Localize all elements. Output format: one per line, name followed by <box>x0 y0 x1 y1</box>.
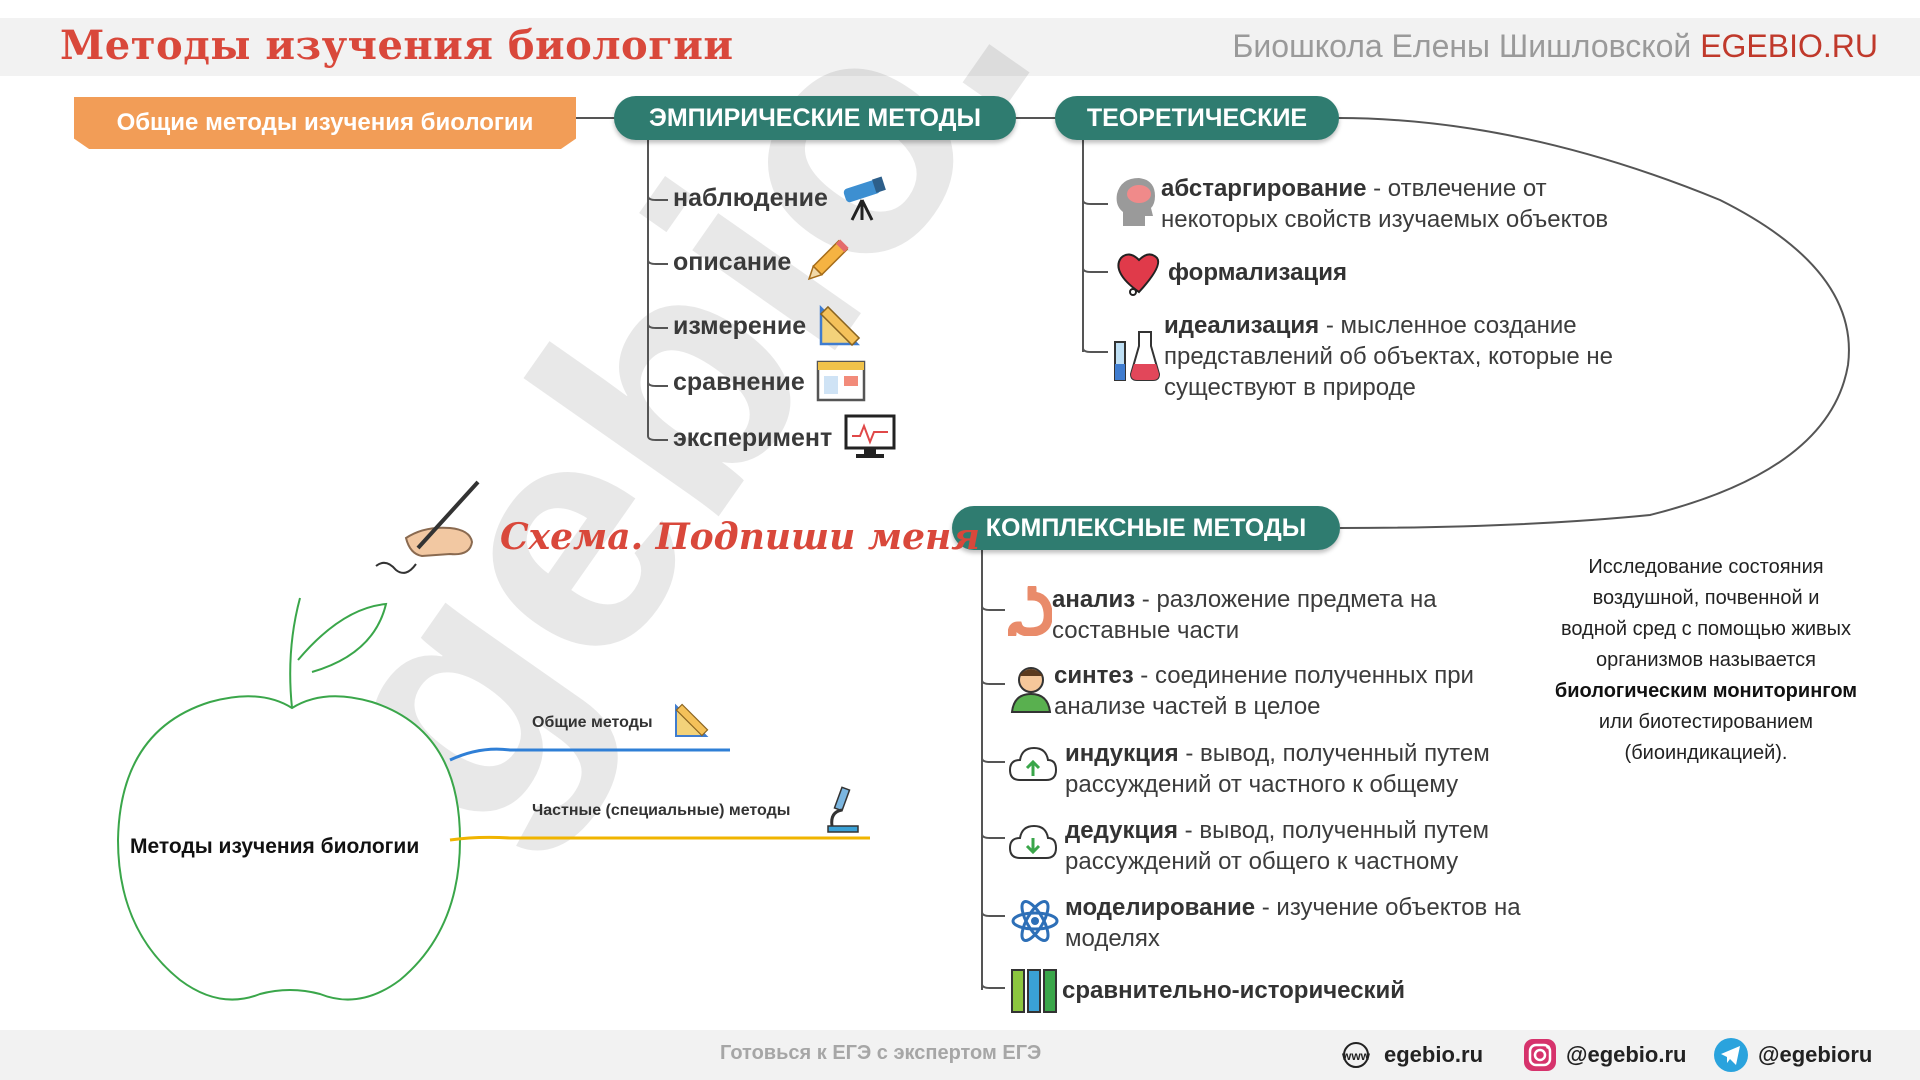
branch-general-line <box>449 747 730 762</box>
theoretical-methods-pill: ТЕОРЕТИЧЕСКИЕ <box>1055 96 1339 140</box>
apple-outline <box>116 695 462 1001</box>
footer-bar <box>0 1030 1920 1080</box>
stomach-icon <box>1008 586 1052 636</box>
term-comparative-historical: сравнительно-исторический <box>1062 977 1406 1004</box>
empirical-item-experiment: эксперимент <box>673 424 833 452</box>
complex-item-comparative-historical: сравнительно-исторический <box>1062 975 1405 1006</box>
desc-synthesis-2: анализе частей в целое <box>1054 693 1321 720</box>
ruler-icon <box>819 304 861 347</box>
desc-modeling: - изучение объектов на <box>1255 894 1521 921</box>
apple-center-label: Методы изучения биологии <box>130 835 420 858</box>
flask-icon <box>1114 331 1161 381</box>
term-analysis: анализ <box>1052 586 1136 613</box>
footer-web-text[interactable]: egebio.ru <box>1384 1042 1484 1067</box>
empirical-item-comparison: сравнение <box>673 368 805 396</box>
binders-icon <box>1011 969 1057 1013</box>
desc-abstraction: - отвлечение от <box>1366 175 1547 202</box>
page-title: Методы изучения биологии <box>60 22 734 69</box>
desc-idealization-2: представлений об объектах, которые не <box>1164 343 1613 370</box>
pencil-icon <box>807 239 849 281</box>
cloud-download-icon <box>1008 824 1058 859</box>
footer-slogan: Готовься к ЕГЭ с экспертом ЕГЭ <box>720 1042 1042 1064</box>
brain-head-icon <box>1116 178 1155 226</box>
desc-induction: - вывод, полученный путем <box>1178 740 1490 767</box>
desc-idealization: - мысленное создание <box>1319 312 1577 339</box>
branch-particular-line <box>449 835 870 842</box>
complex-item-modeling: моделирование - изучение объектов на моде… <box>1065 892 1521 954</box>
term-formalization: формализация <box>1168 259 1347 286</box>
desc-modeling-2: моделях <box>1065 925 1160 952</box>
complex-methods-pill: КОМПЛЕКСНЫЕ МЕТОДЫ <box>952 506 1340 550</box>
empirical-item-measurement: измерение <box>673 312 807 340</box>
general-methods-tag: Общие методы изучения биологии <box>74 97 576 149</box>
instagram-icon <box>1524 1039 1556 1071</box>
cloud-upload-icon <box>1008 746 1058 781</box>
apple-branch-general: Общие методы <box>532 714 653 731</box>
svg-text:www: www <box>1341 1049 1371 1063</box>
desc-deduction: - вывод, полученный путем <box>1177 817 1490 844</box>
atom-icon <box>1011 900 1059 942</box>
monitor-icon <box>844 414 896 458</box>
school-name: Биошкола Елены Шишловской EGEBIO.RU <box>1232 28 1878 65</box>
desc-analysis-2: составные части <box>1052 617 1240 644</box>
desc-analysis: - разложение предмета на <box>1135 586 1437 613</box>
term-synthesis: синтез <box>1054 662 1134 689</box>
complex-item-induction: индукция - вывод, полученный путем рассуж… <box>1065 738 1490 800</box>
heart-icon <box>1117 253 1160 296</box>
sign-me-note: Схема. Подпиши меня <box>500 516 980 558</box>
desc-deduction-2: рассуждений от общего к частному <box>1065 848 1459 875</box>
footer-instagram-link[interactable]: @egebio.ru <box>1522 1036 1686 1074</box>
apple-branch-particular: Частные (специальные) методы <box>532 802 791 819</box>
complex-item-synthesis: синтез - соединение полученных при анализ… <box>1054 660 1474 722</box>
theoretical-item-idealization: идеализация - мысленное создание представ… <box>1164 310 1613 403</box>
complex-item-deduction: дедукция - вывод, полученный путем рассуж… <box>1065 815 1489 877</box>
term-deduction: дедукция <box>1065 817 1178 844</box>
school-site-link[interactable]: EGEBIO.RU <box>1700 28 1878 64</box>
school-label: Биошкола Елены Шишловской <box>1232 28 1692 64</box>
empirical-item-description: описание <box>673 248 792 276</box>
apple-diagram <box>116 597 870 1001</box>
desc-synthesis: - соединение полученных при <box>1133 662 1474 689</box>
microscope-icon <box>827 786 859 833</box>
term-idealization: идеализация <box>1164 312 1320 339</box>
theoretical-item-abstraction: абстаргирование - отвлечение от некоторых… <box>1161 173 1608 235</box>
desc-idealization-3: существуют в природе <box>1164 374 1416 401</box>
theoretical-item-formalization: формализация <box>1168 257 1347 288</box>
footer-telegram-text[interactable]: @egebioru <box>1758 1042 1873 1067</box>
footer-instagram-text[interactable]: @egebio.ru <box>1566 1042 1687 1067</box>
header-bar <box>0 18 1920 76</box>
person-icon <box>1010 667 1052 713</box>
note-line: (биоиндикацией). <box>1624 742 1788 764</box>
complex-item-analysis: анализ - разложение предмета на составные… <box>1052 584 1437 646</box>
term-abstraction: абстаргирование <box>1161 175 1367 202</box>
telegram-icon <box>1714 1038 1748 1072</box>
note-line: воздушной, почвенной и <box>1592 587 1820 609</box>
www-icon: www <box>1341 1042 1371 1068</box>
desc-abstraction-2: некоторых свойств изучаемых объектов <box>1161 206 1609 233</box>
footer-telegram-link[interactable]: @egebioru <box>1712 1036 1872 1074</box>
desc-induction-2: рассуждений от частного к общему <box>1065 771 1459 798</box>
term-modeling: моделирование <box>1065 894 1256 921</box>
empirical-methods-pill: ЭМПИРИЧЕСКИЕ МЕТОДЫ <box>614 96 1016 140</box>
apple-leaf <box>297 602 388 673</box>
note-line: организмов называется <box>1596 649 1816 671</box>
telescope-icon <box>843 176 886 221</box>
note-key-term: биологическим мониторингом <box>1554 680 1858 702</box>
note-line: водной сред с помощью живых <box>1560 618 1852 640</box>
note-line: или биотестированием <box>1598 711 1814 733</box>
term-induction: индукция <box>1065 740 1179 767</box>
writing-hand-icon <box>375 480 480 574</box>
ruler-small-icon <box>675 703 709 737</box>
compare-window-icon <box>816 360 866 402</box>
footer-web-link[interactable]: www egebio.ru <box>1336 1036 1483 1074</box>
monitoring-note: Исследование состояния воздушной, почвен… <box>1548 552 1864 769</box>
line-theoretical-complex <box>1337 117 1850 529</box>
note-line: Исследование состояния <box>1588 556 1824 578</box>
empirical-item-observation: наблюдение <box>673 184 828 212</box>
apple-stem <box>289 597 301 709</box>
